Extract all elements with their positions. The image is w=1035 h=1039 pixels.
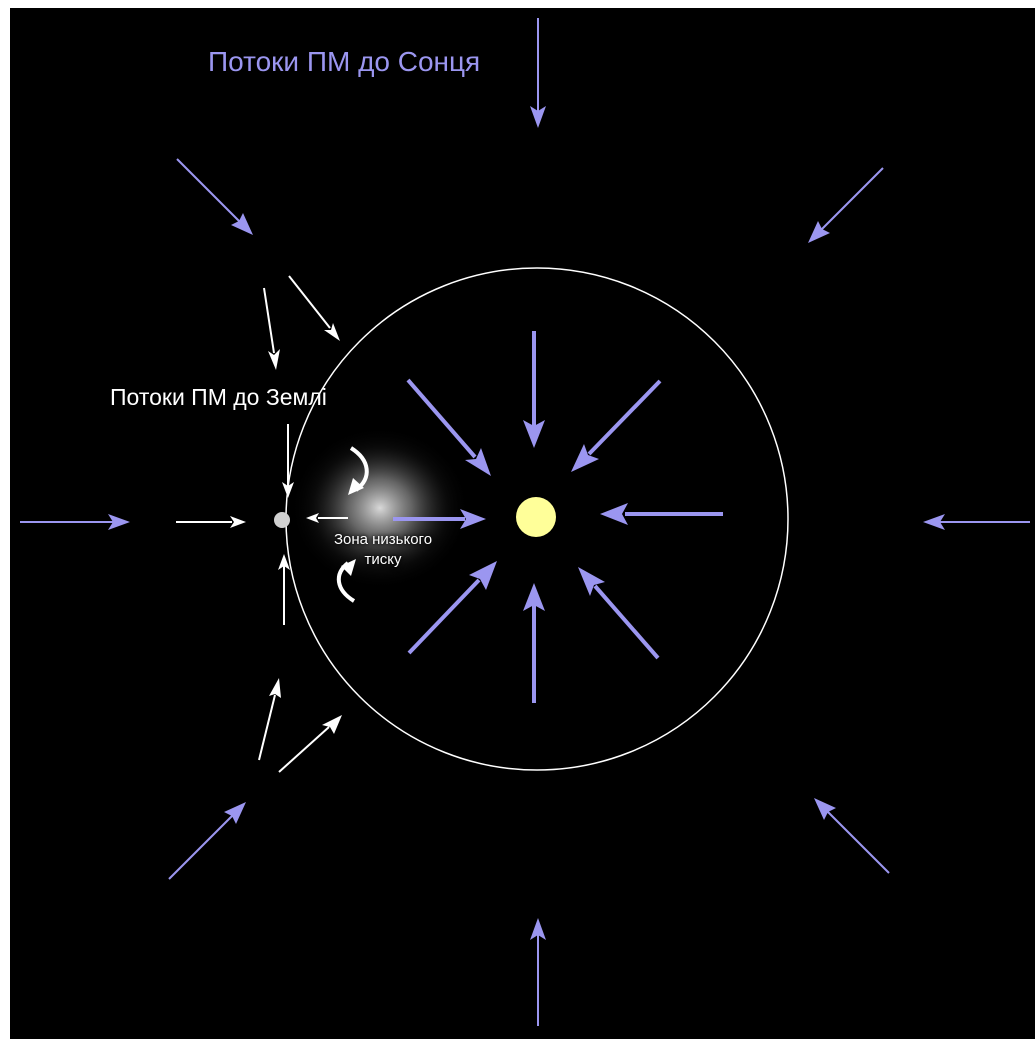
arrow-inner-top-right	[571, 379, 662, 472]
arrow-inner-bottom-left	[407, 561, 497, 655]
arrow-outer-left	[20, 514, 130, 530]
arrow-inner-right	[600, 503, 723, 525]
arrow-outer-bottom-right	[814, 798, 890, 874]
arrow-white-lower-2	[278, 715, 342, 773]
arrow-white-upper-2	[288, 275, 340, 341]
arrow-inner-bottom-right	[578, 567, 660, 660]
arrow-white-left	[176, 516, 246, 528]
arrow-outer-top-right	[808, 167, 884, 243]
inner-sun-flow-arrows	[393, 331, 723, 703]
low-pressure-zone-label: Зона низького тиску	[310, 530, 456, 570]
arrow-white-upper-1	[263, 287, 280, 370]
arrow-inner-top-left	[406, 378, 491, 476]
arrow-outer-top	[530, 18, 546, 128]
arrow-white-lower-1	[258, 678, 281, 761]
arrow-inner-bottom	[523, 583, 545, 703]
curved-arrow-icon	[348, 446, 369, 495]
arrow-white-bottom-vertical	[278, 554, 290, 625]
outer-sun-flow-arrows	[20, 18, 1030, 1026]
earth	[274, 512, 290, 528]
arrow-white-top-vertical	[282, 424, 294, 498]
earth-flow-arrows	[176, 275, 348, 773]
low-pressure-zone	[290, 426, 470, 590]
low-pressure-label-line2: тиску	[364, 551, 402, 568]
sun-flows-label: Потоки ПМ до Сонця	[208, 46, 481, 77]
flows-diagram	[20, 18, 1030, 1026]
sun	[516, 497, 556, 537]
arrow-inner-left	[393, 509, 486, 529]
arrow-outer-bottom-left	[168, 802, 246, 880]
curved-arrow-icon	[337, 559, 356, 603]
arrow-outer-top-left	[176, 158, 253, 235]
arrow-outer-right	[923, 514, 1030, 530]
arrow-white-from-low-pressure	[306, 513, 348, 523]
diagram-canvas: Потоки ПМ до Сонця Потоки ПМ до Землі Зо…	[10, 8, 1035, 1039]
low-pressure-label-line1: Зона низького	[333, 531, 433, 548]
arrow-inner-top	[523, 331, 545, 448]
earth-flows-label: Потоки ПМ до Землі	[110, 384, 327, 410]
arrow-outer-bottom	[530, 918, 546, 1026]
